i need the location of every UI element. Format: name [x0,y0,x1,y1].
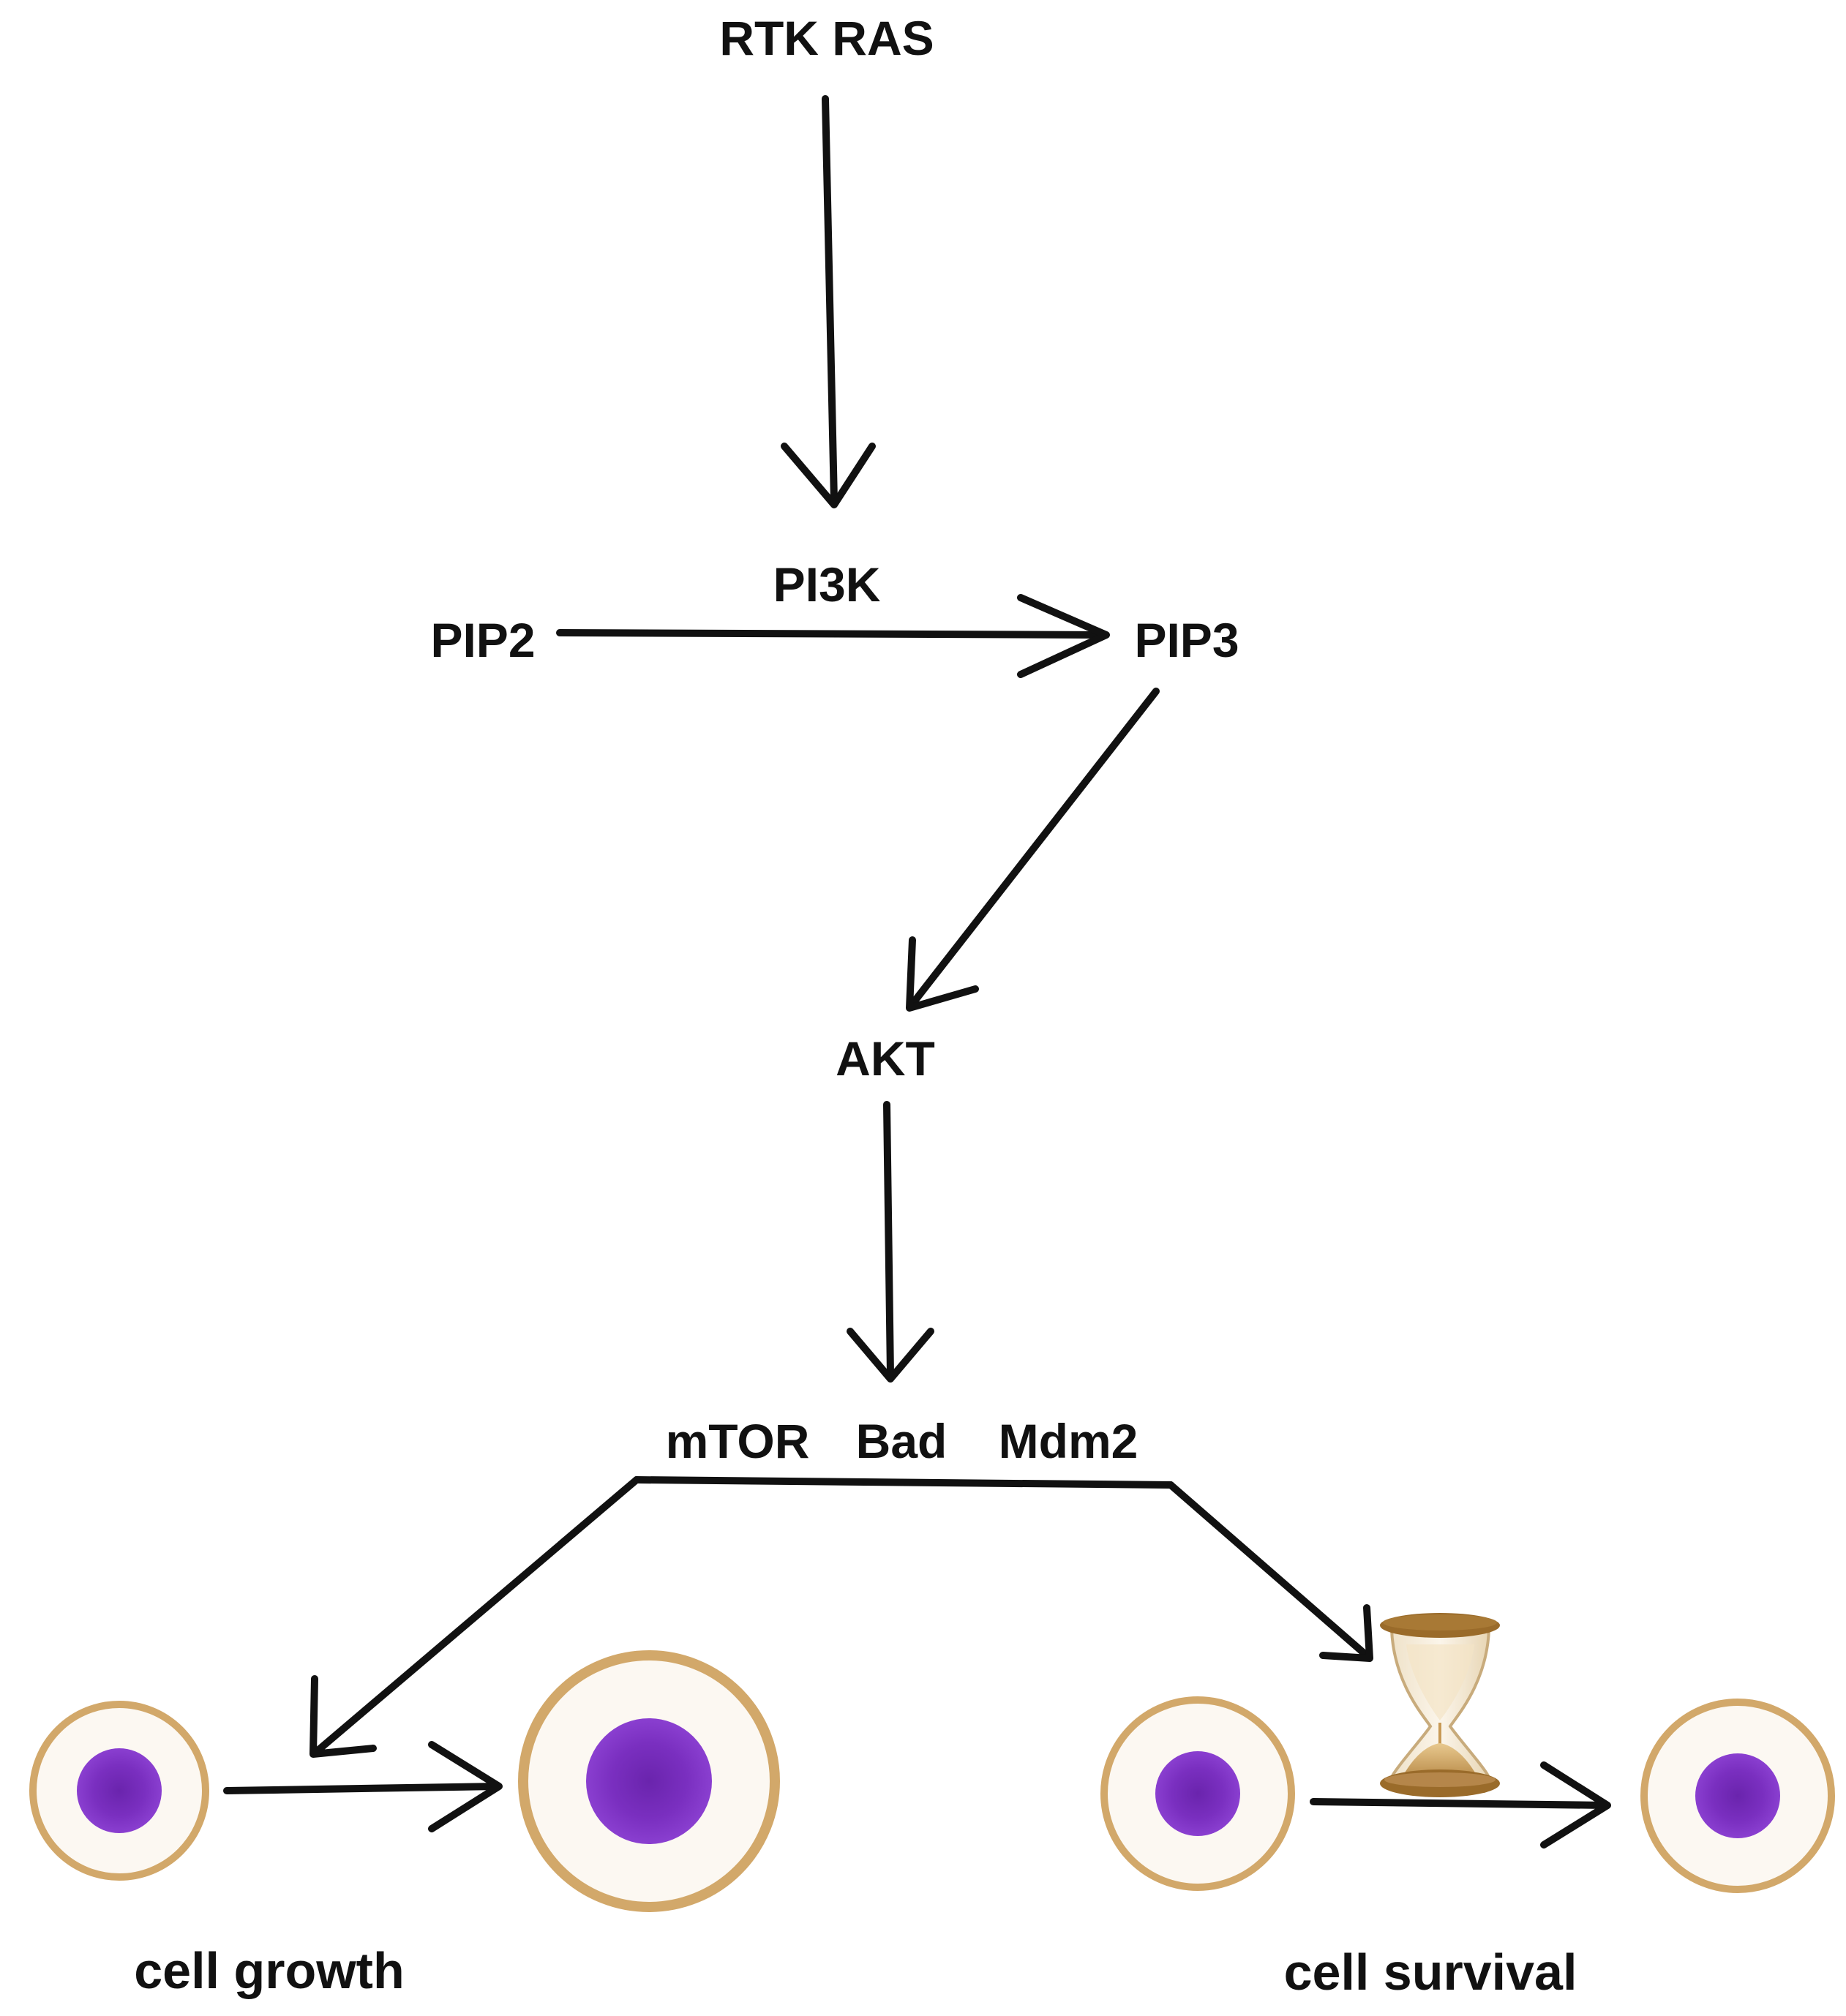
arrow-to-cell-survival [1167,1481,1373,1662]
arrow-akt-to-effectors [847,1101,934,1383]
rtk-ras-label: RTK RAS [719,11,934,65]
branch-bar [633,1476,1174,1489]
arrow-to-cell-growth [309,1476,640,1758]
arrow-pip3-to-akt [906,688,1160,1012]
cell-icon [1100,1696,1295,1891]
pip3-label: PIP3 [1134,613,1239,667]
akt-label: AKT [836,1031,935,1086]
bad-label: Bad [856,1414,948,1468]
cell-growth-label: cell growth [134,1942,404,1999]
cell-icon [1640,1699,1835,1893]
cell-survival-label: cell survival [1284,1944,1577,2001]
mdm2-label: Mdm2 [999,1414,1138,1468]
arrow-growth-cells [223,1741,503,1832]
cell-icon [518,1650,780,1912]
pi3k-label: PI3K [773,557,881,612]
pip2-label: PIP2 [430,613,535,667]
mtor-label: mTOR [666,1414,810,1468]
arrow-survival-cells [1310,1761,1611,1848]
hourglass-icon [1380,1613,1500,1797]
arrow-pip2-to-pip3 [556,594,1110,678]
arrow-rtk-to-pi3k [781,95,876,508]
cell-icon [29,1701,209,1881]
